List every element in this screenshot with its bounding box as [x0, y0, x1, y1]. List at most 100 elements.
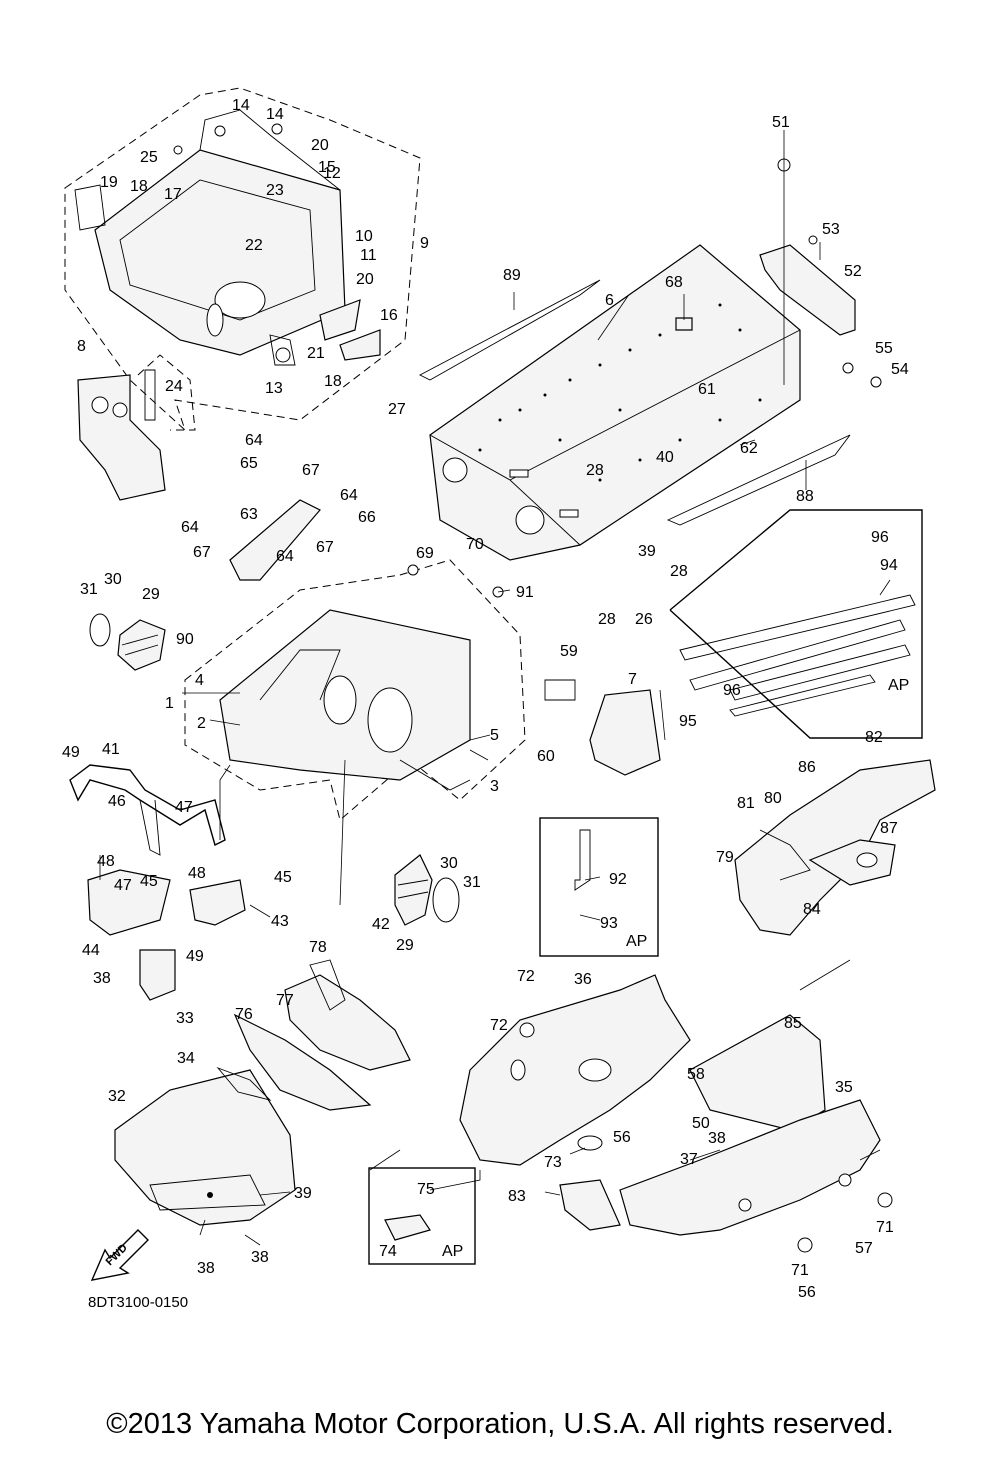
part-43-bracket [189, 879, 246, 926]
callout-30-2: 30 [440, 855, 458, 872]
callout-89: 89 [503, 267, 521, 284]
part-34-vent [216, 1066, 272, 1101]
callout-59: 59 [560, 643, 578, 660]
part-92-stand [539, 817, 659, 957]
callout-17: 17 [164, 186, 182, 203]
part-41-bumper [69, 764, 226, 856]
callout-74: 74 [379, 1243, 397, 1260]
fasteners [173, 123, 893, 1253]
callout-44: 44 [82, 942, 100, 959]
callout-29-2: 29 [396, 937, 414, 954]
callout-7: 7 [628, 671, 637, 688]
callout-94: 94 [880, 557, 898, 574]
callout-67-3: 67 [193, 544, 211, 561]
ap-label-rails: AP [888, 677, 909, 694]
callout-27: 27 [388, 401, 406, 418]
callout-71-2: 71 [791, 1262, 809, 1279]
callout-52: 52 [844, 263, 862, 280]
callout-24: 24 [165, 378, 183, 395]
part-8-bracket [77, 354, 196, 501]
callout-76: 76 [235, 1006, 253, 1023]
part-36-cover [459, 974, 691, 1166]
callout-64-2: 64 [340, 487, 358, 504]
callout-87: 87 [880, 820, 898, 837]
callout-26: 26 [635, 611, 653, 628]
part-85-35-panel [619, 1014, 881, 1236]
callout-84: 84 [803, 901, 821, 918]
callout-38-3: 38 [197, 1260, 215, 1277]
callout-47: 47 [175, 799, 193, 816]
callout-95: 95 [679, 713, 697, 730]
callout-64: 64 [245, 432, 263, 449]
callout-11: 11 [360, 247, 377, 264]
callout-8: 8 [77, 338, 86, 355]
callout-40: 40 [656, 449, 674, 466]
callout-29: 29 [142, 586, 160, 603]
callout-91: 91 [516, 584, 534, 601]
callout-77: 77 [276, 992, 294, 1009]
callout-4: 4 [195, 672, 204, 689]
callout-66: 66 [358, 509, 376, 526]
callout-57: 57 [855, 1240, 873, 1257]
callout-55: 55 [875, 340, 893, 357]
callout-33: 33 [176, 1010, 194, 1027]
parts-diagram: FWD 123456789101112131414151617181819202… [62, 87, 936, 1311]
group-9-frame-front [64, 87, 421, 432]
callout-49-2: 49 [186, 948, 204, 965]
callout-18-2: 18 [324, 373, 342, 390]
callout-67: 67 [302, 462, 320, 479]
callout-42: 42 [372, 916, 390, 933]
callout-48: 48 [97, 853, 115, 870]
callout-10: 10 [355, 228, 373, 245]
callout-73: 73 [544, 1154, 562, 1171]
callout-48-2: 48 [188, 865, 206, 882]
part-44-bracket [87, 869, 171, 936]
part-74-75-ap-box [368, 1167, 476, 1265]
callout-56-2: 56 [798, 1284, 816, 1301]
callout-31-2: 31 [463, 874, 481, 891]
callout-45-2: 45 [274, 869, 292, 886]
callout-28: 28 [586, 462, 604, 479]
callout-49: 49 [62, 744, 80, 761]
callout-79: 79 [716, 849, 734, 866]
part-33-bracket [139, 949, 176, 1001]
callout-50: 50 [692, 1115, 710, 1132]
callout-23: 23 [266, 182, 284, 199]
callout-60: 60 [537, 748, 555, 765]
part-73-grommet [577, 1135, 603, 1151]
copyright-notice: ©2013 Yamaha Motor Corporation, U.S.A. A… [106, 1408, 894, 1440]
callout-18: 18 [130, 178, 148, 195]
callout-92: 92 [609, 871, 627, 888]
callout-90: 90 [176, 631, 194, 648]
callout-61: 61 [698, 381, 716, 398]
part-29-30-boot-upper [89, 613, 166, 671]
callout-47-2: 47 [114, 877, 132, 894]
callout-86: 86 [798, 759, 816, 776]
callout-32: 32 [108, 1088, 126, 1105]
callout-5: 5 [490, 727, 499, 744]
fwd-label: FWD [104, 1242, 130, 1268]
callout-83: 83 [508, 1188, 526, 1205]
diagram-code: 8DT3100-0150 [88, 1294, 188, 1311]
group-1-frame-center [184, 559, 526, 821]
callout-80: 80 [764, 790, 782, 807]
callout-38-2: 38 [708, 1130, 726, 1147]
callout-78: 78 [309, 939, 327, 956]
part-32-hood [114, 1069, 296, 1226]
callout-63: 63 [240, 506, 258, 523]
part-94-95-rails [669, 509, 923, 739]
callout-21: 21 [307, 345, 325, 362]
callout-28-2: 28 [670, 563, 688, 580]
callout-96-2: 96 [723, 682, 741, 699]
callout-67-2: 67 [316, 539, 334, 556]
callout-93: 93 [600, 915, 618, 932]
callout-12: 12 [323, 165, 341, 182]
ap-label-stand: AP [626, 933, 647, 950]
callout-41: 41 [102, 741, 120, 758]
callout-64-3: 64 [181, 519, 199, 536]
callout-46: 46 [108, 793, 126, 810]
callout-25: 25 [140, 149, 158, 166]
callout-64-4: 64 [276, 548, 294, 565]
part-59-plate [544, 679, 576, 701]
callout-30: 30 [104, 571, 122, 588]
